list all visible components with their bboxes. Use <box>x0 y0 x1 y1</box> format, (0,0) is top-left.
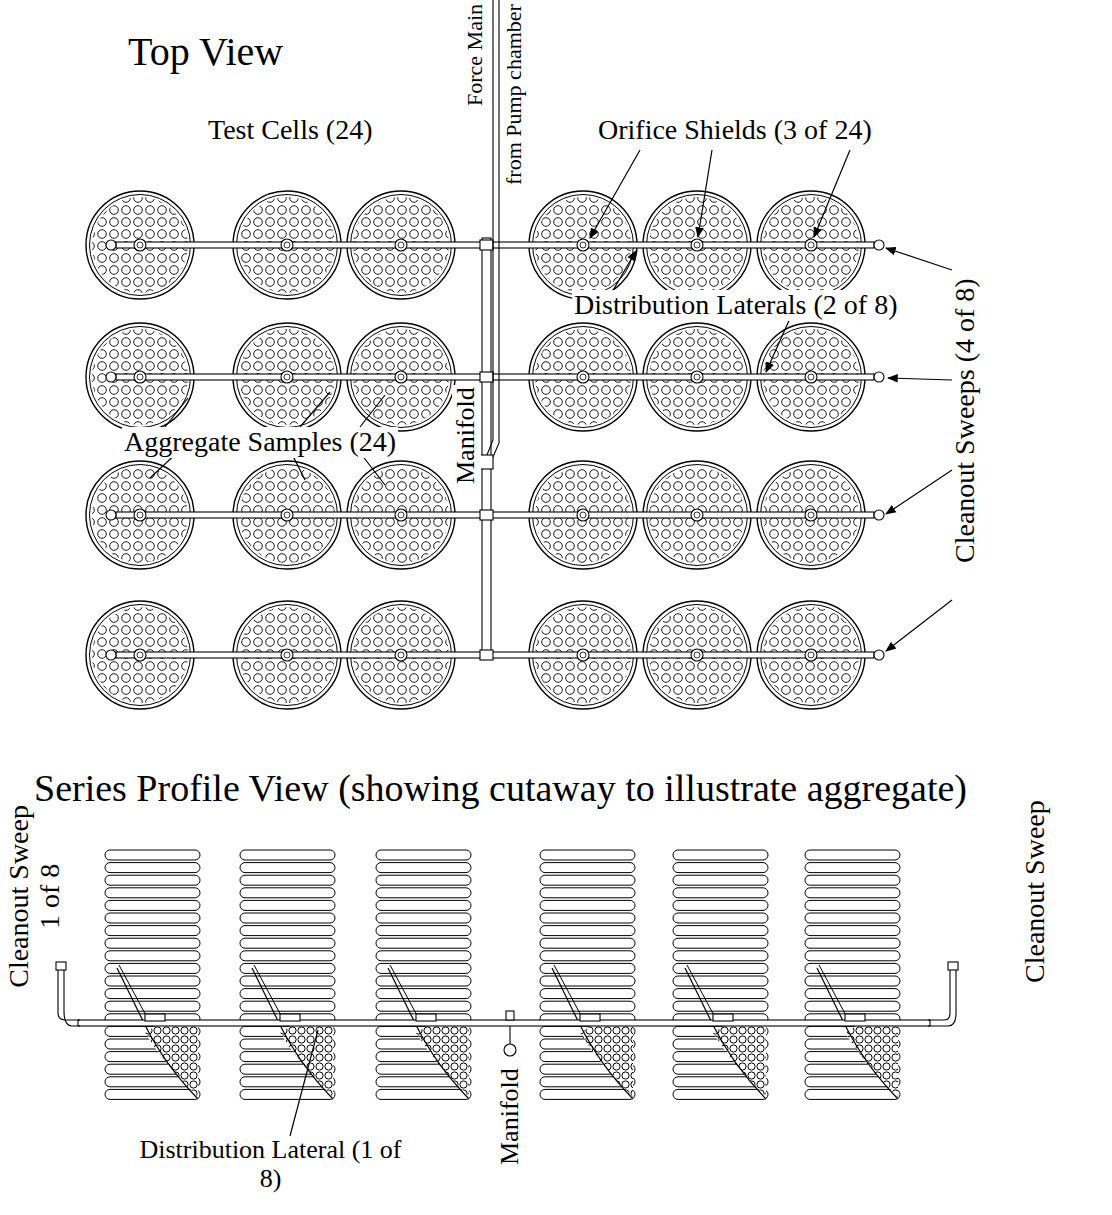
view-title: Top View <box>128 30 283 74</box>
component-label: Manifold <box>496 1068 525 1165</box>
callout-label: Cleanout Sweep <box>1020 800 1051 983</box>
component-label: Manifold <box>452 385 481 486</box>
profile-view <box>56 850 958 1105</box>
callout-label: Aggregate Samples (24) <box>122 427 398 458</box>
callout-label: Orifice Shields (3 of 24) <box>598 115 872 146</box>
callout-label: Distribution Lateral (1 of 8) <box>134 1136 407 1193</box>
pipe-label: Force Main <box>463 4 487 106</box>
callout-label: Distribution Laterals (2 of 8) <box>572 290 899 321</box>
leader-lines <box>150 150 952 1136</box>
pipe-label: from Pump chamber <box>502 4 526 185</box>
top-view <box>86 0 884 709</box>
callout-label: Cleanout Sweeps (4 of 8) <box>950 278 981 563</box>
callout-label: Test Cells (24) <box>208 115 372 146</box>
view-title: Series Profile View (showing cutaway to … <box>34 768 967 810</box>
callout-label: Cleanout Sweep 1 of 8 <box>4 800 66 993</box>
